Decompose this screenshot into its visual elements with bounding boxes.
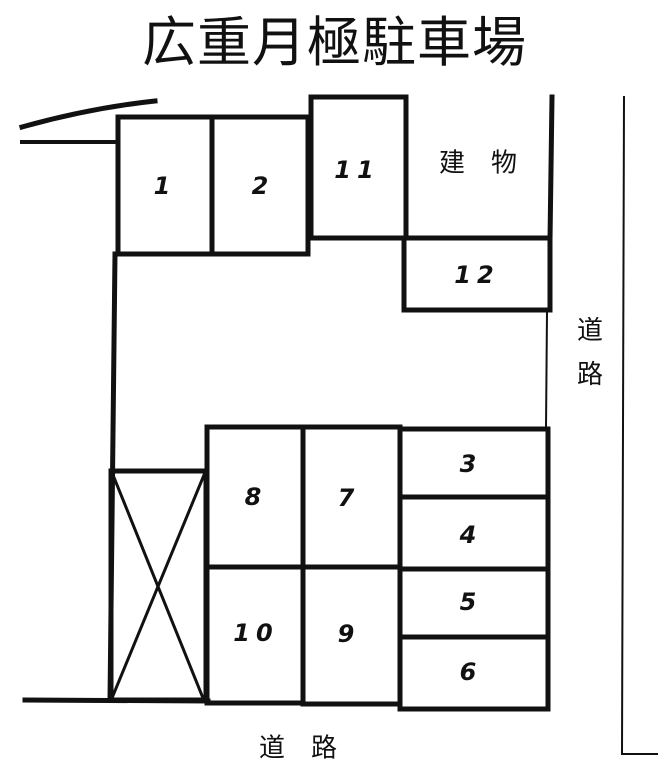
space-4[interactable]: 4 [459,521,477,549]
space-6-outline [397,634,551,712]
space-6[interactable]: 6 [459,658,477,686]
x-cross-line-2 [110,473,206,700]
building-wall-right [547,94,555,243]
space-9[interactable]: 9 [337,620,355,648]
space-2[interactable]: 2 [251,172,269,200]
space-5[interactable]: 5 [459,588,477,616]
space-1[interactable]: 1 [153,172,171,200]
space-3[interactable]: 3 [459,450,477,478]
space-2-outline [209,114,311,257]
boundary-line-right-thin [544,310,549,430]
road-label-right: 道路 [572,316,603,404]
building-label: 建 物 [438,148,518,179]
space-10[interactable]: 10 [233,619,279,647]
space-11-outline [308,94,409,241]
space-7[interactable]: 7 [337,484,355,512]
space-8[interactable]: 8 [244,483,262,511]
page-title: 広重月極駐車場 [142,11,527,74]
space-11[interactable]: 11 [334,156,380,184]
road-edge-right [620,95,658,755]
road-label-bottom: 道 路 [258,733,338,764]
space-12-outline [401,235,553,313]
x-cross-icon [111,471,206,700]
boundary-line-angled [18,98,158,131]
space-12[interactable]: 12 [454,261,500,289]
